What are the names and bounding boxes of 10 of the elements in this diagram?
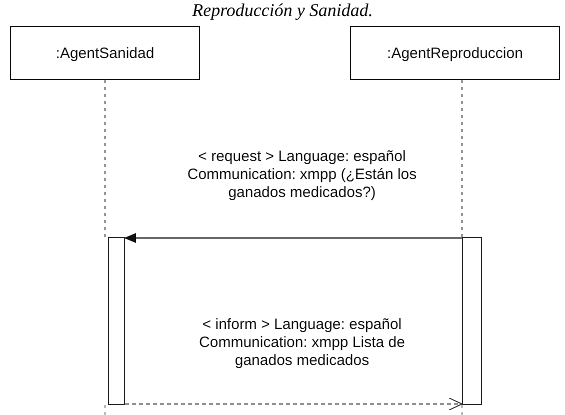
lifeline-header-box: :AgentReproduccion <box>350 26 560 80</box>
lifeline-header-box: :AgentSanidad <box>10 26 200 80</box>
message-arrow <box>124 233 462 243</box>
reply-arrow <box>125 398 462 410</box>
activation-bar <box>462 237 482 405</box>
diagram-title: Reproducción y Sanidad. <box>191 0 374 21</box>
lifeline <box>104 80 106 237</box>
lifeline <box>461 80 463 237</box>
message-label: < request > Language: español Communication: xmpp (¿Están los ganados medicados?) <box>185 148 419 202</box>
activation-bar <box>108 237 125 405</box>
